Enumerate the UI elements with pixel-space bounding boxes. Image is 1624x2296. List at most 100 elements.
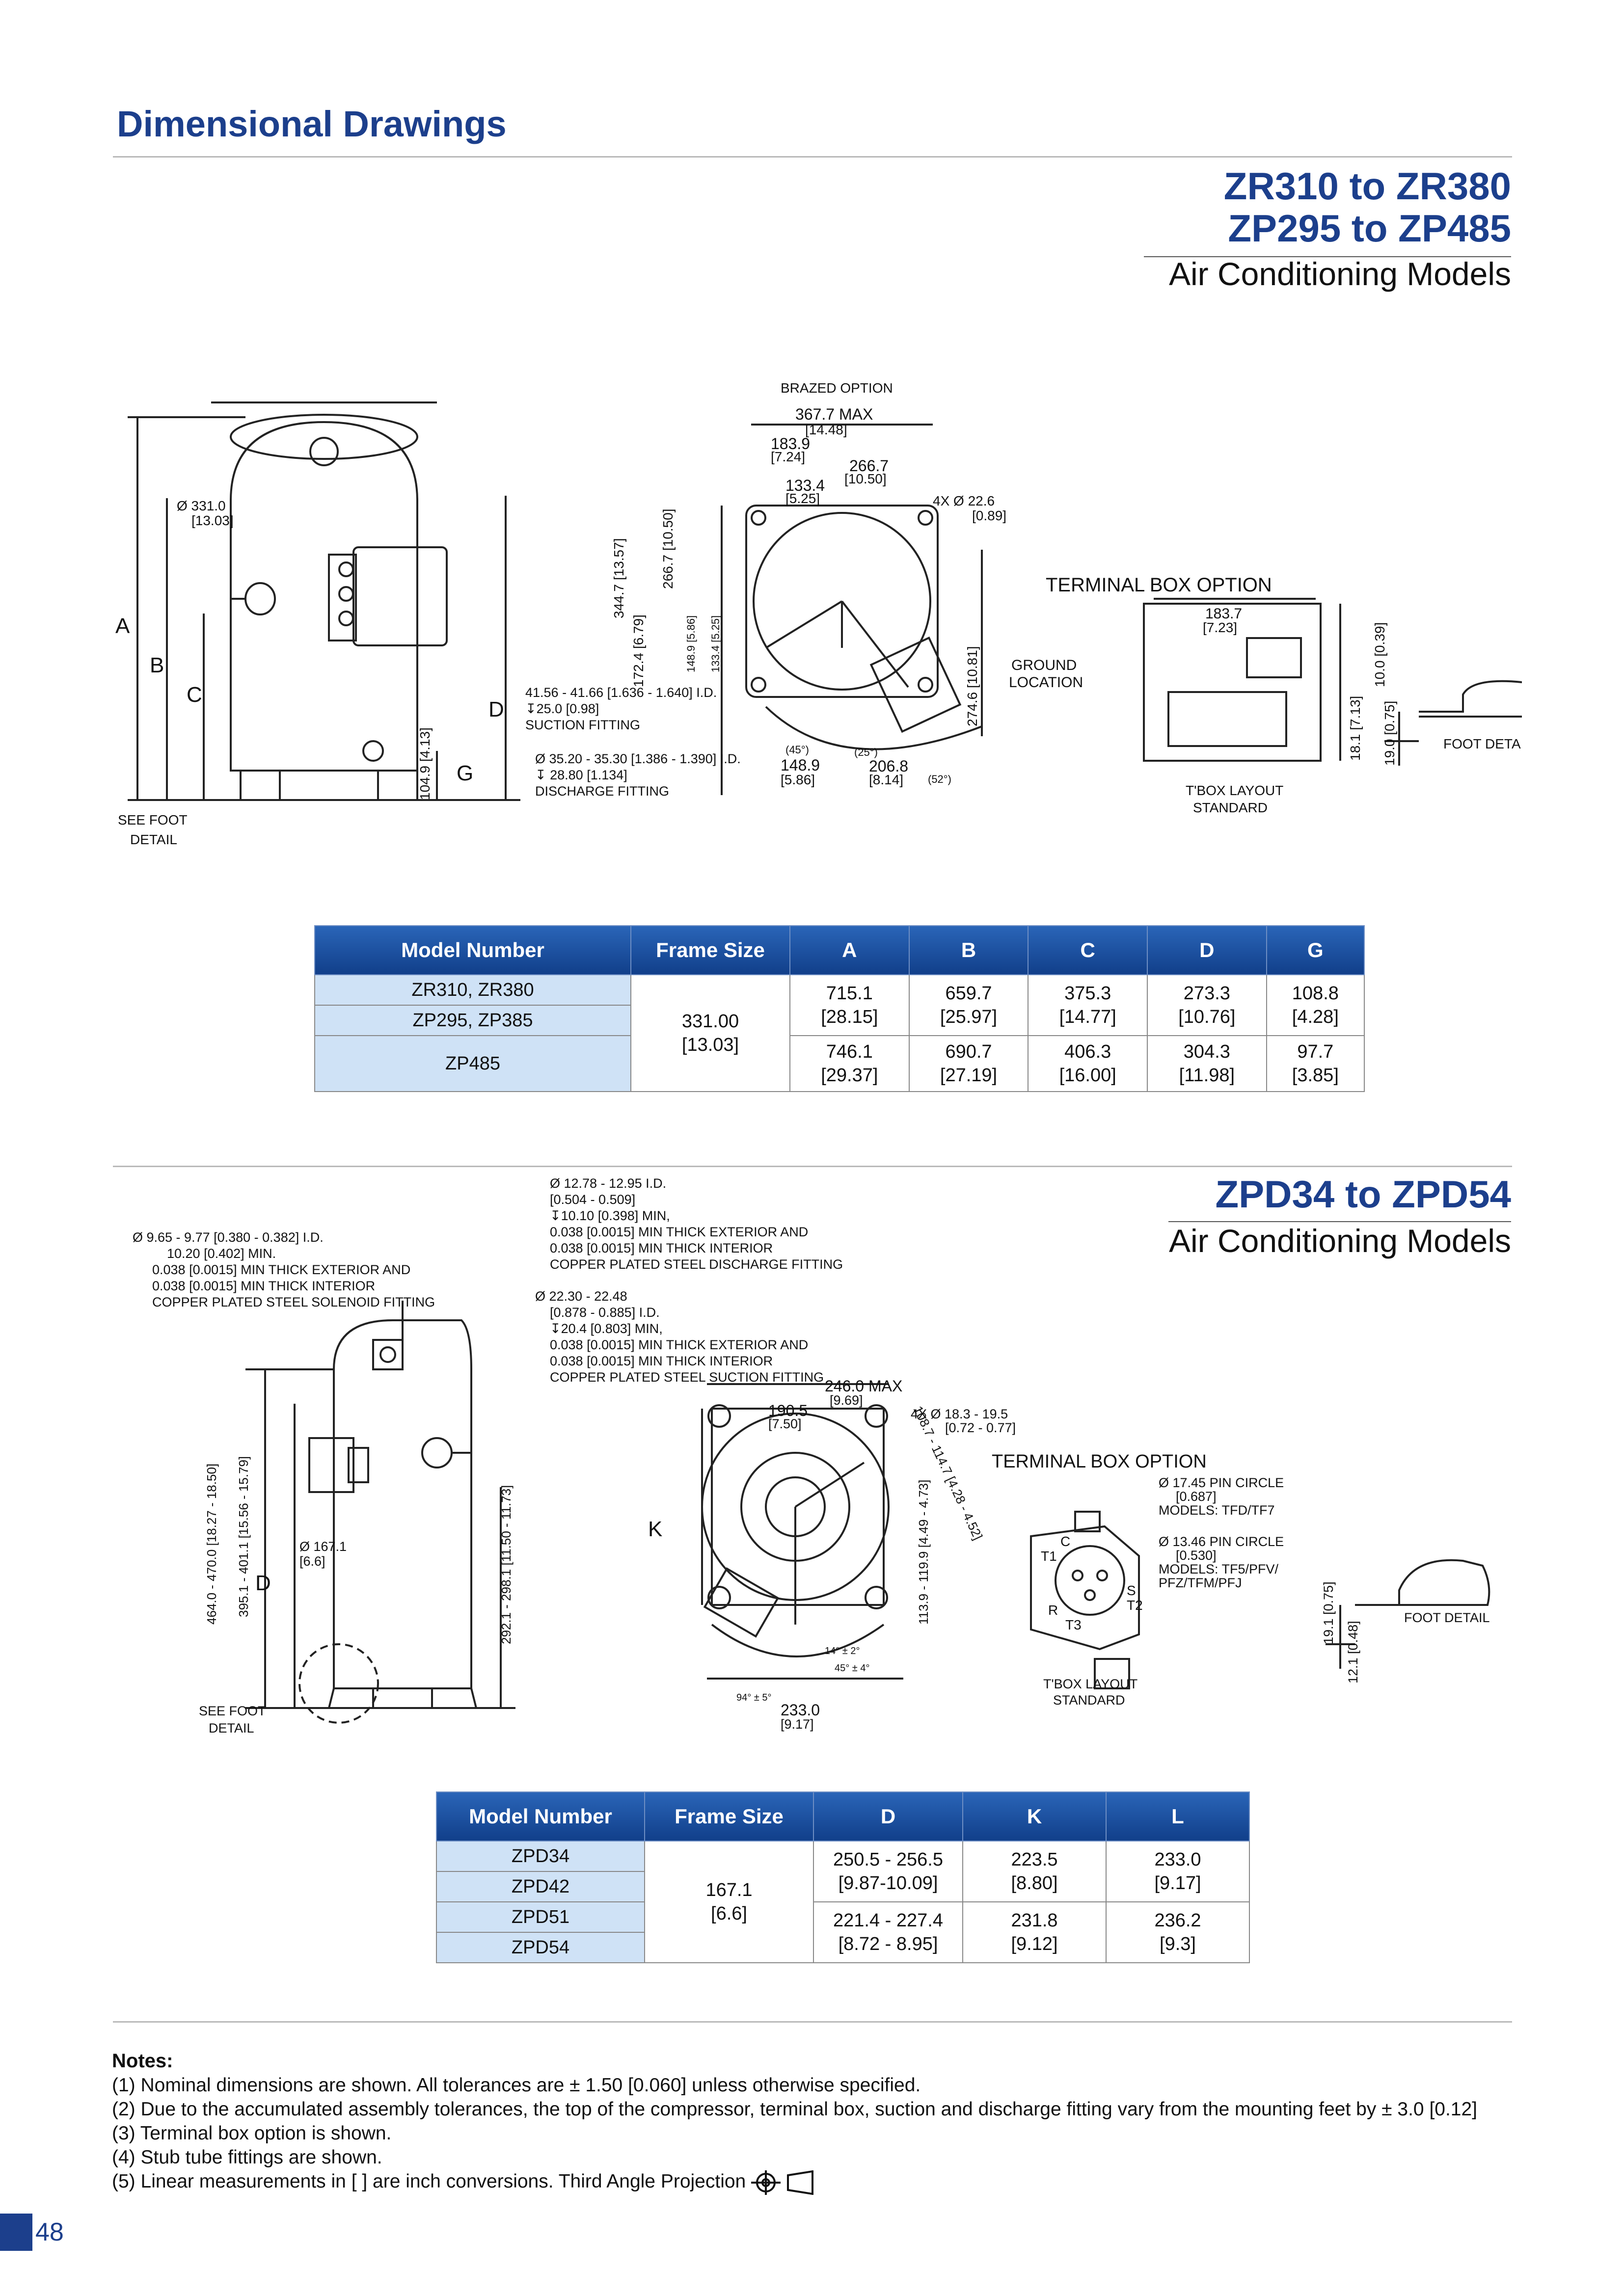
notes-block: Notes: (1) Nominal dimensions are shown.… (112, 2049, 1477, 2195)
zpd-discharge-port (372, 1339, 404, 1370)
zpd-pin2-label: Ø 13.46 PIN CIRCLE (1159, 1534, 1284, 1549)
section1-subtitle: Air Conditioning Models (1168, 256, 1511, 292)
zpd-discharge-spec-4: 0.038 [0.0015] MIN THICK EXTERIOR AND (550, 1225, 808, 1239)
val-cell: 231.8[9.12] (962, 1901, 1107, 1963)
zpd-discharge-spec-2: [0.504 - 0.509] (550, 1192, 635, 1207)
note-1: (1) Nominal dimensions are shown. All to… (112, 2075, 921, 2096)
terminal-T2: T2 (1127, 1598, 1143, 1613)
zpd-dim-K: K (648, 1517, 662, 1541)
dim-v100: 10.0 [0.39] (1372, 622, 1387, 687)
zpd-tbox-layout-2: STANDARD (1053, 1693, 1125, 1708)
tbox-layout-label-2: STANDARD (1193, 800, 1268, 815)
zpd-pin2-models: MODELS: TF5/PFV/ (1159, 1562, 1279, 1576)
zpd-see-foot-label: SEE FOOT (199, 1704, 266, 1718)
dim-1334: 133.4 (785, 477, 825, 494)
dim-v1489: 148.9 [5.86] (685, 615, 697, 672)
dim-max: 367.7 MAX (795, 405, 873, 423)
dim-t1837-in: [7.23] (1203, 620, 1237, 635)
zpd-angle-94: 94° ± 5° (736, 1692, 771, 1703)
header-rule (113, 156, 1512, 158)
dim-h1489: 148.9 (781, 756, 820, 774)
brazed-option-label: BRAZED OPTION (781, 380, 893, 396)
zpd-discharge-spec-3: ↧10.10 [0.398] MIN, (550, 1208, 670, 1223)
foot-detail-label: FOOT DETAIL (1443, 736, 1522, 751)
zpd-see-foot-detail: DETAIL (209, 1721, 254, 1735)
section2-subtitle: Air Conditioning Models (1168, 1223, 1511, 1259)
model-cell: ZPD54 (436, 1932, 645, 1963)
terminal-box-mount (328, 554, 357, 641)
dim-dia-in: [13.03] (191, 513, 234, 528)
dim-B: B (150, 653, 164, 677)
zpd-compressor-body (333, 1319, 472, 1689)
sight-glass (362, 740, 384, 762)
zpd-suction-spec-6: COPPER PLATED STEEL SUCTION FITTING (550, 1370, 824, 1385)
page-number-box (0, 2214, 32, 2251)
dim-1334-in: [5.25] (785, 491, 820, 506)
val-cell: 233.0[9.17] (1106, 1841, 1250, 1902)
section1-title-line1: ZR310 to ZR380 (1223, 164, 1511, 208)
val-cell: 690.7[27.19] (908, 1035, 1029, 1092)
zpd-terminal-box-top (703, 1567, 780, 1638)
zpd-suction-spec-3: ↧20.4 [0.803] MIN, (550, 1321, 663, 1336)
zpd-dim-dia: Ø 167.1 (299, 1539, 347, 1554)
model-cell: ZPD42 (436, 1871, 645, 1902)
zpd-dim-1905: 190.5 (768, 1402, 808, 1419)
terminal-S: S (1127, 1583, 1136, 1598)
discharge-port (309, 437, 339, 466)
val-cell: 304.3[11.98] (1147, 1035, 1267, 1092)
notes-title: Notes: (112, 2050, 173, 2072)
zpd-dim-max-in: [9.69] (830, 1393, 863, 1408)
dim-2667: 266.7 (849, 457, 889, 475)
suction-spec-1: 41.56 - 41.66 [1.636 - 1.640] I.D. (525, 685, 717, 700)
dim-h2068-in: [8.14] (869, 772, 903, 787)
note-2: (2) Due to the accumulated assembly tole… (112, 2099, 1478, 2120)
section1-title-line2: ZP295 to ZP485 (1228, 207, 1511, 250)
section2-title: ZPD34 to ZPD54 (1215, 1173, 1511, 1216)
section2-title-rule (1168, 1221, 1511, 1222)
val-cell: 236.2[9.3] (1106, 1901, 1250, 1963)
angle-25: (25°) (854, 746, 878, 758)
col-G: G (1266, 925, 1365, 975)
dim-v3447: 344.7 [13.57] (611, 538, 626, 618)
col-frame: Frame Size (644, 1791, 814, 1842)
zpd-dim-holes: 4X Ø 18.3 - 19.5 (911, 1407, 1008, 1421)
dim-v1049: 104.9 [4.13] (417, 727, 433, 800)
section2-drawing: Ø 12.78 - 12.95 I.D. [0.504 - 0.509] ↧10… (133, 1176, 1490, 1735)
col-B: B (908, 925, 1029, 975)
zpd-angle-arc (711, 1624, 885, 1657)
third-angle-projection-icon (751, 2170, 814, 2195)
col-A: A (789, 925, 910, 975)
dim-v2746: 274.6 [10.81] (965, 646, 980, 726)
dim-max-in: [14.48] (805, 422, 847, 437)
terminal-T3: T3 (1065, 1617, 1082, 1632)
terminal-T1: T1 (1041, 1548, 1057, 1564)
zpd-pin1-in: [0.687] (1176, 1489, 1217, 1504)
section-divider (113, 1166, 1512, 1167)
zpd-dim-D: D (255, 1571, 271, 1595)
angle-52: (52°) (928, 773, 951, 785)
zpd-angle-45: 45° ± 4° (835, 1663, 869, 1674)
zpd-foot-detail-label: FOOT DETAIL (1404, 1610, 1490, 1625)
zpd-tbox-outline (1030, 1525, 1140, 1651)
zpd-discharge-spec-1: Ø 12.78 - 12.95 I.D. (550, 1176, 666, 1191)
zpd-discharge-spec-6: COPPER PLATED STEEL DISCHARGE FITTING (550, 1257, 843, 1272)
val-cell: 223.5[8.80] (962, 1841, 1107, 1902)
val-cell: 221.4 - 227.4[8.72 - 8.95] (813, 1901, 963, 1963)
zpd-pin2-models-2: PFZ/TFM/PFJ (1159, 1575, 1242, 1590)
tbox-option-label: TERMINAL BOX OPTION (1046, 574, 1272, 596)
dim-h1489-in: [5.86] (781, 772, 815, 787)
dim-2667-in: [10.50] (844, 471, 887, 486)
zpd-tbox-option-label: TERMINAL BOX OPTION (992, 1451, 1207, 1472)
dim-C: C (187, 683, 202, 707)
discharge-spec-2: ↧ 28.80 [1.134] (535, 768, 627, 782)
frame-cell: 331.00[13.03] (630, 974, 790, 1092)
zpd-discharge-spec-5: 0.038 [0.0015] MIN THICK INTERIOR (550, 1241, 773, 1255)
ground-label-2: LOCATION (1009, 674, 1083, 691)
zpd-dim-max: 246.0 MAX (825, 1377, 902, 1395)
val-cell: 375.3[14.77] (1028, 974, 1148, 1036)
zpd-suction-spec-5: 0.038 [0.0015] MIN THICK INTERIOR (550, 1354, 773, 1368)
dim-v1724: 172.4 [6.79] (631, 614, 646, 687)
val-cell: 97.7[3.85] (1266, 1035, 1365, 1092)
zpd-dim-h233-in: [9.17] (781, 1717, 814, 1732)
zpd-foot-detail-profile (1355, 1559, 1490, 1606)
